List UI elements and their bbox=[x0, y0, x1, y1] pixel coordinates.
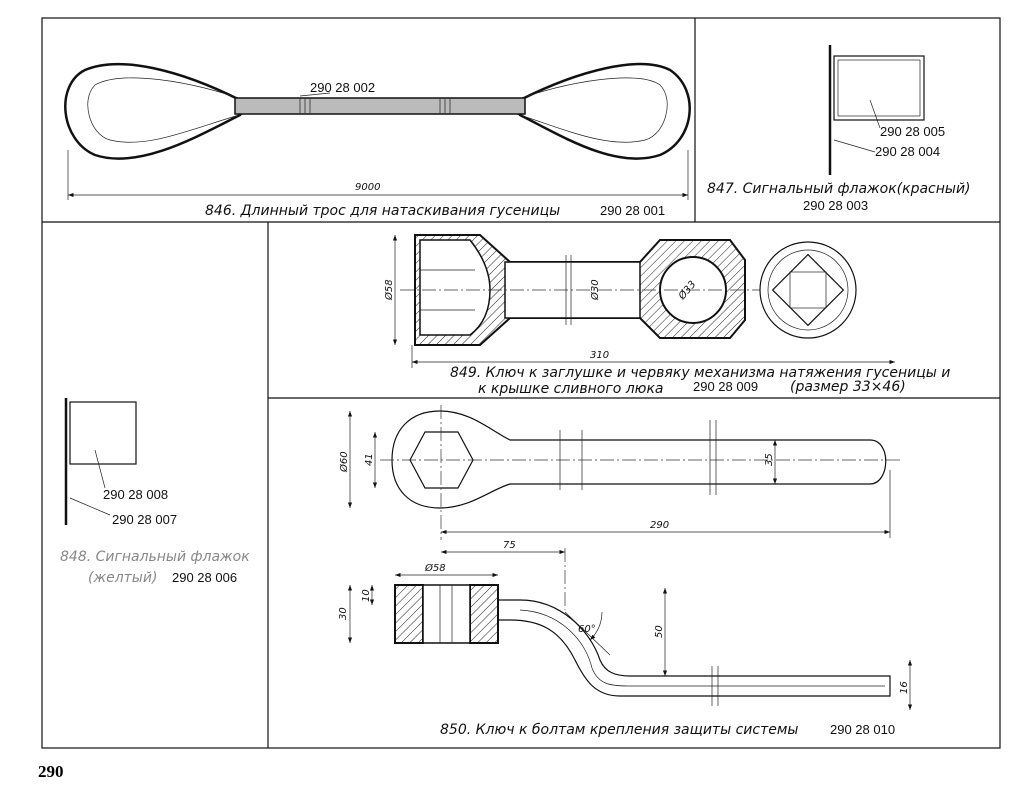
figure-848-yellow-flag: 290 28 008 290 28 007 848. Сигнальный фл… bbox=[60, 398, 250, 586]
dim-10: 10 bbox=[361, 589, 372, 602]
dim-35: 35 bbox=[764, 453, 775, 466]
dim-d60: Ø60 bbox=[338, 451, 350, 473]
figure-850-wrench: Ø60 41 35 290 75 Ø58 30 10 60° 50 16 850… bbox=[338, 405, 913, 738]
dim-41: 41 bbox=[364, 453, 375, 466]
caption-848-color: (желтый) bbox=[88, 570, 157, 586]
callout-290-28-008: 290 28 008 bbox=[103, 487, 168, 502]
dim-50: 50 bbox=[654, 625, 665, 638]
part-no-847: 290 28 003 bbox=[803, 198, 868, 213]
callout-290-28-005: 290 28 005 bbox=[880, 124, 945, 139]
dim-310: 310 bbox=[590, 350, 609, 361]
caption-849-line1: 849. Ключ к заглушке и червяку механизма… bbox=[450, 365, 950, 381]
dim-d58-side: Ø58 bbox=[424, 562, 446, 574]
dim-60-deg: 60° bbox=[578, 624, 596, 635]
page-number: 290 bbox=[38, 762, 64, 781]
dim-30: 30 bbox=[338, 607, 349, 620]
dim-d58: Ø58 bbox=[383, 279, 395, 301]
size-note-849: (размер 33×46) bbox=[790, 379, 906, 395]
dim-290: 290 bbox=[650, 520, 669, 531]
caption-849-line2: к крышке сливного люка bbox=[478, 381, 664, 397]
callout-290-28-007: 290 28 007 bbox=[112, 512, 177, 527]
caption-850: 850. Ключ к болтам крепления защиты сист… bbox=[440, 722, 798, 738]
dim-9000: 9000 bbox=[355, 182, 380, 193]
caption-848: 848. Сигнальный флажок bbox=[60, 549, 250, 565]
part-no-846: 290 28 001 bbox=[600, 203, 665, 218]
sheet-frame bbox=[41, 17, 1001, 749]
dim-d30: Ø30 bbox=[589, 279, 601, 301]
figure-847-red-flag: 290 28 005 290 28 004 847. Сигнальный фл… bbox=[707, 45, 971, 213]
callout-290-28-004: 290 28 004 bbox=[875, 144, 940, 159]
dim-16: 16 bbox=[899, 681, 910, 694]
part-no-849: 290 28 009 bbox=[693, 379, 758, 394]
part-no-850: 290 28 010 bbox=[830, 722, 895, 737]
figure-849-wrench: Ø58 Ø30 Ø33 310 849. Ключ к заглушке и ч… bbox=[383, 234, 950, 397]
callout-290-28-002: 290 28 002 bbox=[310, 80, 375, 95]
caption-846: 846. Длинный трос для натаскивания гусен… bbox=[205, 203, 560, 219]
part-no-848: 290 28 006 bbox=[172, 570, 237, 585]
figure-846-long-rope: 290 28 002 9000 846. Длинный трос для на… bbox=[64, 62, 691, 219]
caption-847: 847. Сигнальный флажок(красный) bbox=[707, 181, 971, 197]
dim-75: 75 bbox=[503, 540, 516, 551]
